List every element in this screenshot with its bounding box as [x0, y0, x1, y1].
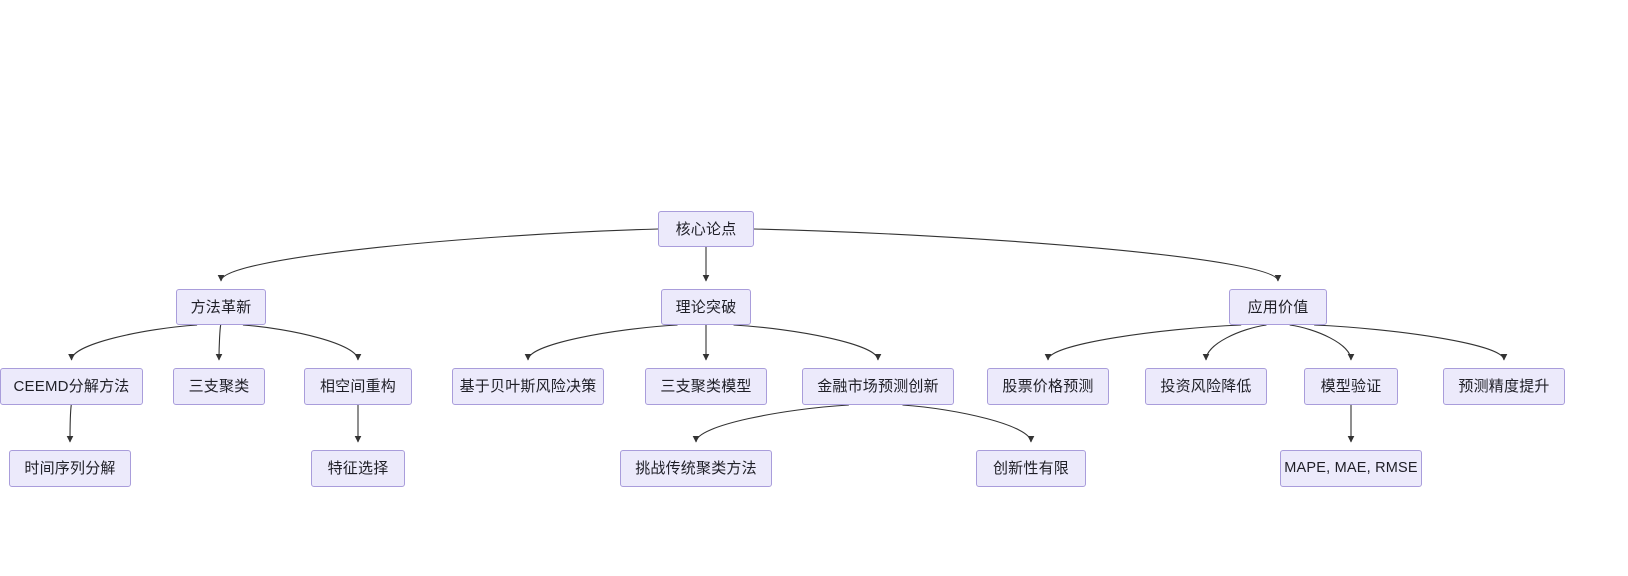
diagram-edge	[66, 404, 74, 443]
diagram-node[interactable]: 股票价格预测	[987, 368, 1109, 405]
diagram-node[interactable]: 方法革新	[176, 289, 266, 325]
diagram-edge	[215, 324, 223, 361]
diagram-node[interactable]: 时间序列分解	[9, 450, 131, 487]
diagram-node[interactable]: 三支聚类	[173, 368, 265, 405]
diagram-edge	[1289, 324, 1355, 361]
diagram-node[interactable]: 投资风险降低	[1145, 368, 1267, 405]
diagram-node[interactable]: 模型验证	[1304, 368, 1398, 405]
diagram-edge	[902, 404, 1035, 443]
diagram-node[interactable]: MAPE, MAE, RMSE	[1280, 450, 1422, 487]
diagram-node[interactable]: CEEMD分解方法	[0, 368, 143, 405]
diagram-edge	[733, 324, 882, 361]
diagram-edge	[68, 324, 198, 361]
diagram-node[interactable]: 应用价值	[1229, 289, 1327, 325]
diagram-node[interactable]: 创新性有限	[976, 450, 1086, 487]
diagram-edge	[242, 324, 362, 361]
diagram-edge	[1202, 324, 1267, 361]
diagram-edge	[1044, 324, 1242, 361]
diagram-node[interactable]: 相空间重构	[304, 368, 412, 405]
diagram-node[interactable]: 挑战传统聚类方法	[620, 450, 772, 487]
diagram-node[interactable]: 核心论点	[658, 211, 754, 247]
diagram-edge	[753, 228, 1282, 282]
diagram-node[interactable]: 基于贝叶斯风险决策	[452, 368, 604, 405]
diagram-edge	[524, 324, 678, 361]
diagram-edge	[217, 228, 659, 282]
diagram-node[interactable]: 理论突破	[661, 289, 751, 325]
diagram-node[interactable]: 金融市场预测创新	[802, 368, 954, 405]
diagram-edge	[1314, 324, 1508, 361]
diagram-node[interactable]: 预测精度提升	[1443, 368, 1565, 405]
diagram-node[interactable]: 特征选择	[311, 450, 405, 487]
diagram-node[interactable]: 三支聚类模型	[645, 368, 767, 405]
diagram-edge	[692, 404, 849, 443]
